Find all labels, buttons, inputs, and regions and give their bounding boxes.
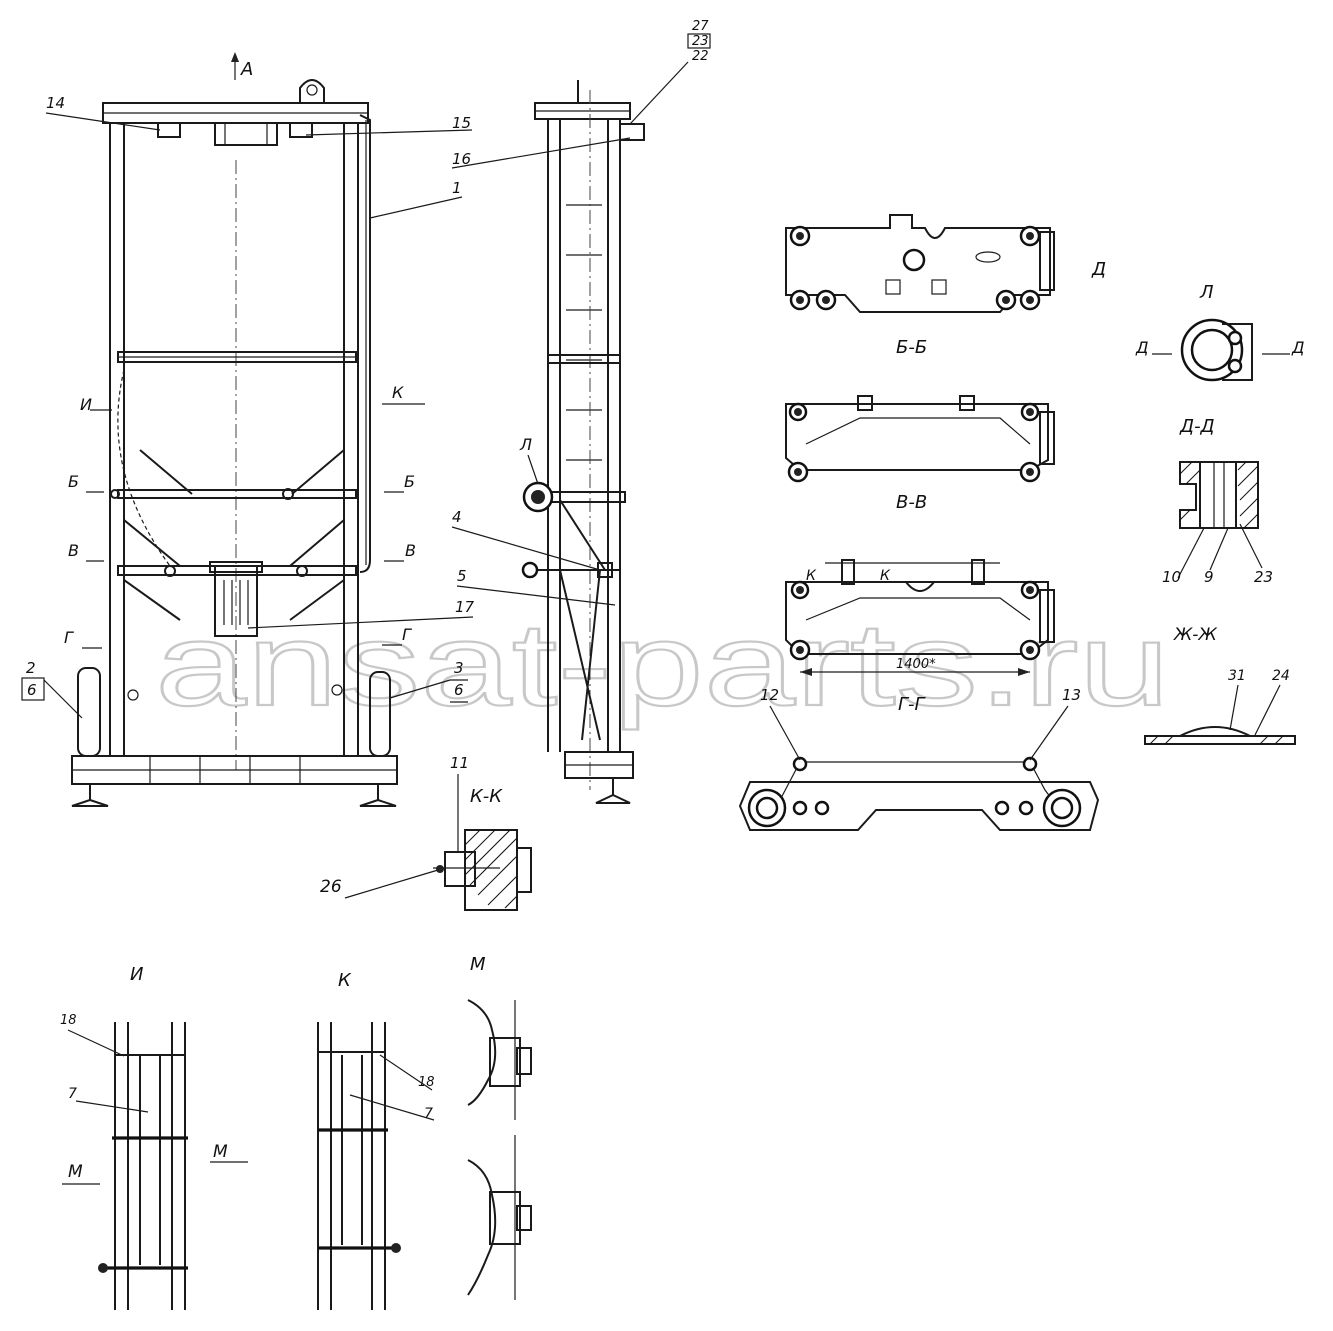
view-label-l: Л — [1199, 282, 1214, 303]
section-kk: К-К 11 26 — [320, 754, 532, 911]
callout-18-i: 18 — [60, 1013, 77, 1028]
view-i: И 18 7 М М — [60, 964, 248, 1310]
callout-5: 5 — [457, 567, 467, 585]
view-label-k: К — [338, 970, 352, 991]
front-view — [71, 79, 398, 807]
cut-marker-b-left: Б — [68, 472, 79, 491]
view-marker-m-i: М — [213, 1142, 228, 1162]
callout-23-dd: 23 — [1254, 568, 1273, 586]
callout-17: 17 — [455, 598, 475, 616]
callout-6-right: 6 — [454, 681, 464, 699]
callout-22: 22 — [692, 49, 709, 64]
callout-3: 3 — [454, 659, 464, 677]
section-label-kk: К-К — [470, 786, 503, 807]
cut-marker-k-gg-left: К — [806, 568, 817, 584]
view-label-m: М — [470, 954, 486, 975]
side-view-annotations: 27 23 22 16 Л 4 5 — [451, 19, 711, 606]
section-vv: В-В — [785, 395, 1055, 513]
callout-10: 10 — [1162, 568, 1181, 586]
section-label-dd: Д-Д — [1179, 416, 1215, 437]
view-k: К 18 7 — [317, 970, 435, 1310]
section-dd: Д-Д 10 9 23 — [1162, 416, 1273, 586]
cut-marker-i-left: И — [80, 395, 92, 414]
callout-4: 4 — [452, 508, 462, 526]
cut-marker-k-gg-right: К — [880, 568, 891, 584]
view-label-d: Д — [1091, 259, 1106, 280]
cut-marker-b-right: Б — [404, 472, 415, 491]
dimension-1400: 1400* — [896, 657, 936, 672]
callout-7-i: 7 — [68, 1086, 77, 1102]
view-marker-l: Л — [519, 435, 532, 454]
callout-14: 14 — [46, 94, 65, 112]
callout-15: 15 — [452, 114, 471, 132]
view-marker-m-left: М — [68, 1162, 83, 1182]
base-plan: 12 13 — [738, 686, 1100, 831]
watermark: ansat-parts.ru — [155, 599, 1170, 731]
view-l: Л Д Д — [1135, 282, 1305, 382]
cut-marker-k-right: К — [392, 383, 404, 402]
view-label-a: A — [240, 59, 253, 80]
callout-24: 24 — [1272, 668, 1290, 684]
callout-9: 9 — [1204, 568, 1214, 586]
callout-27: 27 — [692, 19, 709, 34]
section-label-zhzh: Ж-Ж — [1173, 625, 1217, 645]
callout-1: 1 — [452, 179, 462, 197]
cut-marker-v-right: В — [405, 541, 416, 560]
cut-marker-d-left: Д — [1135, 338, 1149, 357]
callout-13: 13 — [1062, 686, 1081, 704]
callout-11: 11 — [450, 754, 469, 772]
cut-marker-g-left: Г — [64, 628, 74, 647]
section-zhzh: Ж-Ж 31 24 — [1144, 625, 1296, 745]
callout-31: 31 — [1228, 668, 1246, 684]
section-bb: Д Б-Б — [785, 214, 1106, 358]
callout-6-left: 6 — [27, 681, 37, 699]
callout-18-k: 18 — [418, 1075, 435, 1090]
callout-2: 2 — [26, 659, 36, 677]
section-label-gg: Г-Г — [898, 694, 927, 715]
section-label-bb: Б-Б — [896, 337, 927, 358]
callout-7-k: 7 — [424, 1106, 433, 1122]
cut-marker-g-right: Г — [402, 625, 412, 644]
cut-marker-d-right: Д — [1291, 338, 1305, 357]
front-view-annotations: A 14 15 1 И К Б Б В В Г Г 17 2 6 3 6 — [21, 52, 475, 719]
section-gg: 1400* К К Г-Г — [785, 559, 1055, 715]
callout-12: 12 — [760, 686, 779, 704]
side-view — [521, 80, 645, 804]
cut-marker-v-left: В — [68, 541, 79, 560]
section-label-vv: В-В — [896, 492, 927, 513]
view-m: М — [467, 954, 532, 1300]
callout-16: 16 — [452, 150, 471, 168]
callout-26: 26 — [320, 877, 342, 897]
callout-23-top: 23 — [692, 34, 709, 49]
view-label-i: И — [130, 964, 143, 985]
